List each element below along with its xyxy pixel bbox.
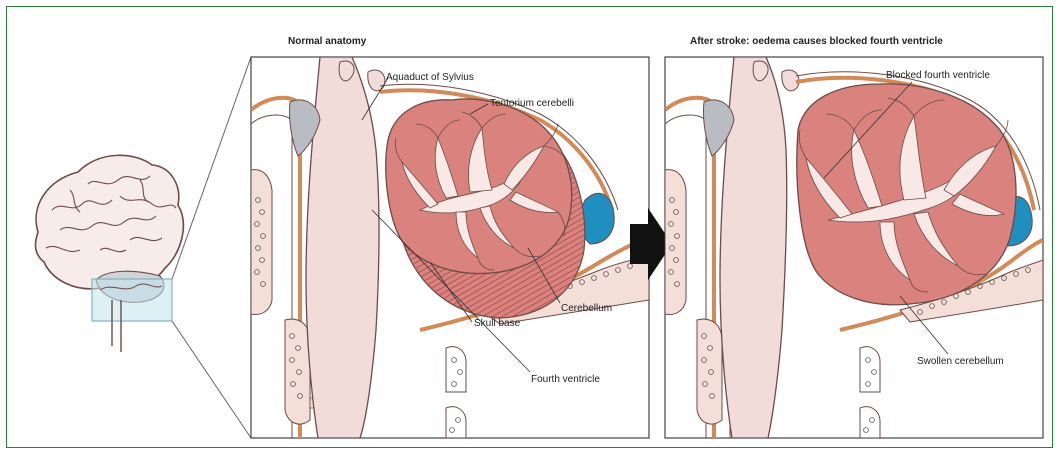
title-after-stroke: After stroke: oedema causes blocked four… (690, 36, 943, 47)
label-blocked-fourth-ventricle: Blocked fourth ventricle (886, 70, 990, 81)
label-fourth-ventricle: Fourth ventricle (531, 374, 600, 385)
label-tentorium: Tentorium cerebelli (490, 98, 574, 109)
label-swollen-cerebellum: Swollen cerebellum (917, 356, 1004, 367)
after-stroke-panel: Blocked fourth ventricle Swollen cerebel… (665, 57, 1043, 438)
label-aquaduct: Aquaduct of Sylvius (386, 72, 474, 83)
brain-icon (36, 155, 184, 352)
label-cerebellum: Cerebellum (561, 303, 612, 314)
title-normal-anatomy: Normal anatomy (288, 36, 367, 47)
normal-anatomy-panel: Aquaduct of Sylvius Tentorium cerebelli … (251, 57, 649, 438)
label-skull-base: Skull base (474, 318, 521, 329)
